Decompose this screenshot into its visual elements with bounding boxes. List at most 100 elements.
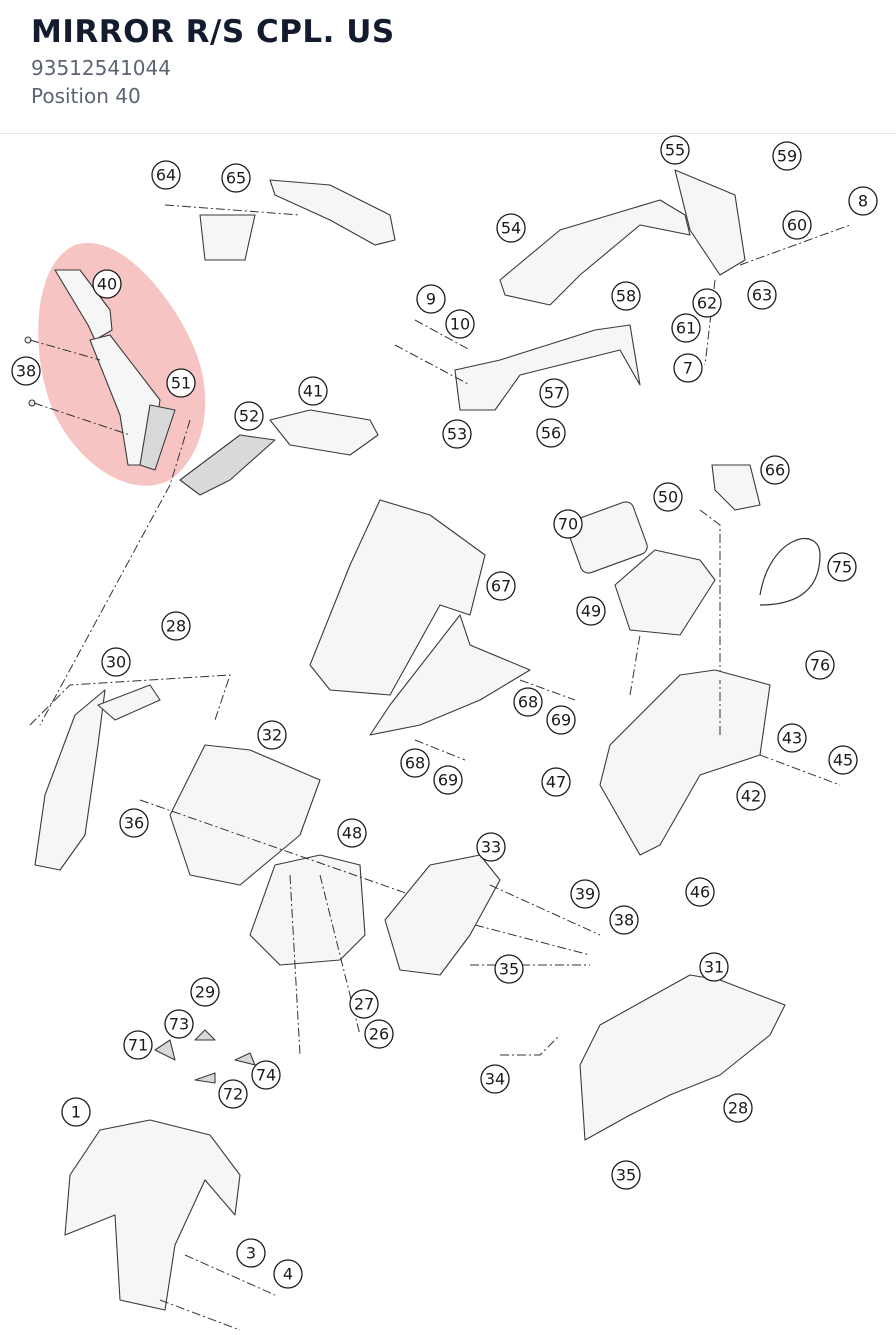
callout-53[interactable]: 53 xyxy=(442,419,472,449)
callout-label: 73 xyxy=(169,1015,189,1034)
callout-label: 69 xyxy=(551,711,571,730)
callout-76[interactable]: 76 xyxy=(805,650,835,680)
callout-73[interactable]: 73 xyxy=(164,1009,194,1039)
callout-32[interactable]: 32 xyxy=(257,720,287,750)
callout-74[interactable]: 74 xyxy=(251,1060,281,1090)
callout-circle xyxy=(400,748,430,778)
callout-label: 4 xyxy=(283,1265,293,1284)
callout-circle xyxy=(349,989,379,1019)
callout-66[interactable]: 66 xyxy=(760,455,790,485)
callout-35[interactable]: 35 xyxy=(494,954,524,984)
callout-47[interactable]: 47 xyxy=(541,767,571,797)
callout-54[interactable]: 54 xyxy=(496,213,526,243)
callout-26[interactable]: 26 xyxy=(364,1019,394,1049)
callout-68[interactable]: 68 xyxy=(513,687,543,717)
bracket-65[interactable] xyxy=(199,179,396,261)
callout-label: 10 xyxy=(450,315,470,334)
callout-45[interactable]: 45 xyxy=(828,745,858,775)
callout-65[interactable]: 65 xyxy=(221,163,251,193)
callout-75[interactable]: 75 xyxy=(827,552,857,582)
callout-60[interactable]: 60 xyxy=(782,210,812,240)
callout-36[interactable]: 36 xyxy=(119,808,149,838)
callout-38[interactable]: 38 xyxy=(11,356,41,386)
bracket-53[interactable] xyxy=(454,324,641,411)
fender-1[interactable] xyxy=(64,1119,241,1311)
windscreen-67[interactable] xyxy=(309,499,531,736)
callout-circle xyxy=(827,552,857,582)
callout-29[interactable]: 29 xyxy=(190,977,220,1007)
frame-32[interactable] xyxy=(169,744,321,886)
callout-label: 76 xyxy=(810,656,830,675)
callout-label: 39 xyxy=(575,885,595,904)
callout-circle xyxy=(92,269,122,299)
callout-10[interactable]: 10 xyxy=(445,309,475,339)
callout-67[interactable]: 67 xyxy=(486,571,516,601)
storage-49[interactable] xyxy=(565,500,716,636)
callout-49[interactable]: 49 xyxy=(576,596,606,626)
mirror-part[interactable] xyxy=(54,269,176,471)
callout-61[interactable]: 61 xyxy=(671,313,701,343)
callout-68[interactable]: 68 xyxy=(400,748,430,778)
callout-30[interactable]: 30 xyxy=(101,647,131,677)
callout-3[interactable]: 3 xyxy=(236,1238,266,1268)
headlight-frame-48[interactable] xyxy=(249,854,366,966)
callout-4[interactable]: 4 xyxy=(273,1259,303,1289)
mirror-41[interactable] xyxy=(179,409,379,496)
callout-circle xyxy=(805,650,835,680)
callout-28[interactable]: 28 xyxy=(723,1093,753,1123)
callout-59[interactable]: 59 xyxy=(772,141,802,171)
callout-label: 51 xyxy=(171,374,191,393)
callout-63[interactable]: 63 xyxy=(747,280,777,310)
callout-label: 42 xyxy=(741,787,761,806)
callout-58[interactable]: 58 xyxy=(611,281,641,311)
callout-71[interactable]: 71 xyxy=(123,1030,153,1060)
callout-28[interactable]: 28 xyxy=(161,611,191,641)
callout-72[interactable]: 72 xyxy=(218,1079,248,1109)
callout-35[interactable]: 35 xyxy=(611,1160,641,1190)
callout-51[interactable]: 51 xyxy=(166,368,196,398)
callout-34[interactable]: 34 xyxy=(480,1064,510,1094)
callout-69[interactable]: 69 xyxy=(546,705,576,735)
lock-66[interactable] xyxy=(711,464,821,606)
cover-31[interactable] xyxy=(579,974,786,1141)
callout-42[interactable]: 42 xyxy=(736,781,766,811)
callout-46[interactable]: 46 xyxy=(685,877,715,907)
callout-label: 61 xyxy=(676,319,696,338)
callout-39[interactable]: 39 xyxy=(570,879,600,909)
callout-31[interactable]: 31 xyxy=(699,952,729,982)
callout-55[interactable]: 55 xyxy=(660,135,690,165)
callout-7[interactable]: 7 xyxy=(673,353,703,383)
callout-circle xyxy=(445,309,475,339)
callout-circle xyxy=(576,596,606,626)
callout-label: 31 xyxy=(704,958,724,977)
bracket-54[interactable] xyxy=(499,169,746,306)
callout-9[interactable]: 9 xyxy=(416,284,446,314)
callout-64[interactable]: 64 xyxy=(151,160,181,190)
callout-label: 75 xyxy=(832,558,852,577)
callout-43[interactable]: 43 xyxy=(777,723,807,753)
callout-62[interactable]: 62 xyxy=(692,288,722,318)
callout-33[interactable]: 33 xyxy=(476,832,506,862)
callout-label: 32 xyxy=(262,726,282,745)
headlight-33[interactable] xyxy=(384,854,501,976)
callout-label: 28 xyxy=(166,617,186,636)
callout-27[interactable]: 27 xyxy=(349,989,379,1019)
callout-48[interactable]: 48 xyxy=(337,818,367,848)
callout-40[interactable]: 40 xyxy=(92,269,122,299)
callout-8[interactable]: 8 xyxy=(848,186,878,216)
callout-56[interactable]: 56 xyxy=(536,418,566,448)
tray-42[interactable] xyxy=(599,669,771,856)
callout-38[interactable]: 38 xyxy=(609,905,639,935)
side-panel-30[interactable] xyxy=(34,684,161,871)
callout-70[interactable]: 70 xyxy=(553,509,583,539)
callout-label: 47 xyxy=(546,773,566,792)
callout-52[interactable]: 52 xyxy=(234,401,264,431)
callout-circle xyxy=(723,1093,753,1123)
callout-1[interactable]: 1 xyxy=(61,1097,91,1127)
callout-69[interactable]: 69 xyxy=(433,765,463,795)
callout-41[interactable]: 41 xyxy=(298,376,328,406)
callout-50[interactable]: 50 xyxy=(653,482,683,512)
callout-57[interactable]: 57 xyxy=(539,378,569,408)
callout-circle xyxy=(101,647,131,677)
